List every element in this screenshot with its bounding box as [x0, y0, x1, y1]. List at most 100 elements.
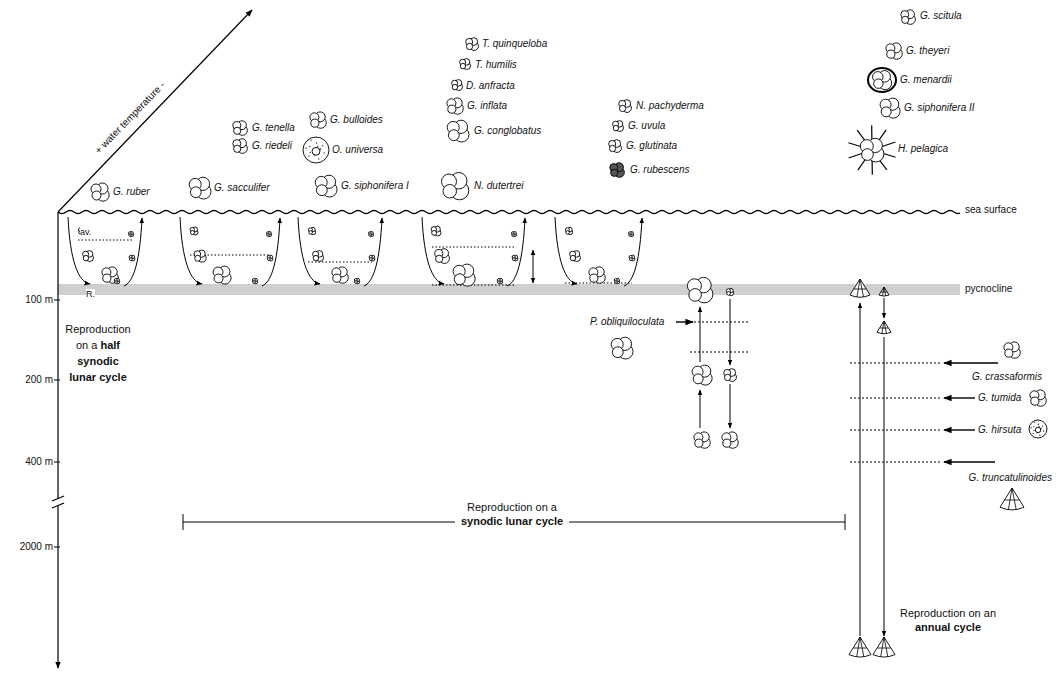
migration-arrow — [180, 217, 202, 284]
foram-shell — [497, 278, 502, 283]
range-arrow — [533, 250, 534, 283]
shell-suture — [880, 321, 888, 334]
migration-arrow — [730, 299, 731, 365]
species-name: G. tenella — [252, 122, 295, 134]
species-name: G. scitula — [920, 10, 962, 22]
shell-outline — [877, 321, 891, 334]
foram-shell — [435, 249, 450, 264]
species-name: O. universa — [332, 144, 383, 156]
shell-chamber — [443, 185, 457, 199]
depth-marker — [850, 430, 940, 431]
cycle-label: Reproduction on a half synodic lunar cyc… — [64, 322, 132, 386]
range-bracket — [183, 514, 184, 530]
shell-pore — [320, 148, 321, 149]
foram-shell — [879, 287, 889, 296]
species-name: G. ruber — [113, 186, 150, 198]
foram-shell — [252, 278, 257, 283]
shell-chamber — [190, 187, 201, 198]
depth-marker — [690, 352, 748, 353]
shell-pore — [323, 152, 324, 153]
depth-axis — [57, 212, 58, 498]
foram-shell — [83, 251, 94, 262]
foram-shell — [1000, 488, 1024, 510]
foram-shell — [194, 250, 206, 262]
pycnocline-band — [58, 284, 960, 295]
foram-shell — [369, 255, 375, 261]
foram-shell — [442, 173, 469, 200]
shell-chamber — [629, 234, 632, 237]
foram-shell — [589, 267, 605, 283]
pointer-arrow — [944, 397, 975, 398]
shell-chamber — [452, 84, 457, 89]
shell-pore — [318, 158, 319, 159]
migration-arrow — [364, 218, 382, 286]
foram-shell — [850, 279, 870, 297]
species-name: D. anfracta — [466, 80, 515, 92]
shell-chamber — [724, 374, 730, 380]
shell-chamber — [512, 258, 515, 261]
foram-shell — [886, 43, 902, 59]
foram-shell — [880, 98, 900, 118]
foram-shell — [91, 183, 109, 201]
shell-suture — [853, 637, 866, 657]
foram-shell — [694, 432, 710, 448]
migration-arrow — [884, 337, 885, 636]
foram-shell — [266, 231, 271, 236]
shell-pore — [1043, 430, 1044, 431]
axis-label: + water temperature - — [93, 80, 168, 157]
shell-chamber — [355, 281, 358, 284]
foram-shell — [354, 278, 359, 283]
shell-chamber — [723, 439, 731, 447]
shell-chamber — [862, 149, 874, 161]
foram-shell — [1030, 390, 1046, 406]
shell-chamber — [92, 191, 101, 200]
migration-arrow — [700, 390, 701, 428]
shell-chamber — [267, 234, 270, 237]
migration-arrow — [624, 218, 642, 286]
shell-outline — [849, 637, 871, 657]
depth-axis — [57, 506, 58, 668]
average-marker: av. — [80, 227, 91, 237]
cycle-label: Reproduction on an annual cycle — [898, 606, 998, 635]
shell-pore — [308, 156, 309, 157]
foram-shell — [453, 264, 475, 286]
shell-chamber — [234, 145, 241, 152]
layer-label: pycnocline — [965, 283, 1012, 295]
average-depth-line — [308, 262, 372, 263]
shell-chamber — [115, 281, 118, 284]
shell-chamber — [1035, 427, 1040, 432]
foram-shell — [565, 227, 572, 234]
species-name: H. pelagica — [898, 143, 948, 155]
depth-label: 200 m — [25, 374, 53, 386]
shell-chamber — [570, 255, 575, 260]
shell-chamber — [611, 169, 618, 176]
shell-chamber — [454, 274, 465, 285]
foram-shell — [692, 365, 712, 385]
shell-chamber — [874, 79, 883, 88]
species-name: G. uvula — [628, 120, 665, 132]
foram-shell — [570, 251, 581, 262]
species-name: T. quinqueloba — [482, 38, 547, 50]
foram-shell — [511, 231, 516, 236]
pointer-arrow — [676, 321, 693, 322]
migration-arrow — [262, 218, 280, 286]
species-name: G. siphonifera II — [904, 102, 975, 114]
shell-pore — [1033, 430, 1034, 431]
foram-shell — [1029, 420, 1047, 438]
foram-shell — [452, 80, 463, 91]
shell-suture — [877, 637, 890, 657]
species-name: T. humilis — [475, 59, 517, 71]
shell-pore — [1034, 422, 1035, 423]
foram-shell — [128, 231, 133, 236]
shell-chamber — [83, 255, 88, 260]
foram-shell — [512, 255, 518, 261]
shell-chamber — [129, 258, 132, 261]
emphasis: lunar — [69, 371, 96, 383]
shell-pore — [309, 146, 310, 147]
species-name: P. obliquiloculata — [590, 316, 664, 328]
foram-shell — [303, 137, 329, 163]
shell-pore — [310, 152, 311, 153]
shell-suture — [854, 279, 866, 297]
temperature-axis — [58, 10, 252, 212]
shell-chamber — [190, 231, 194, 235]
